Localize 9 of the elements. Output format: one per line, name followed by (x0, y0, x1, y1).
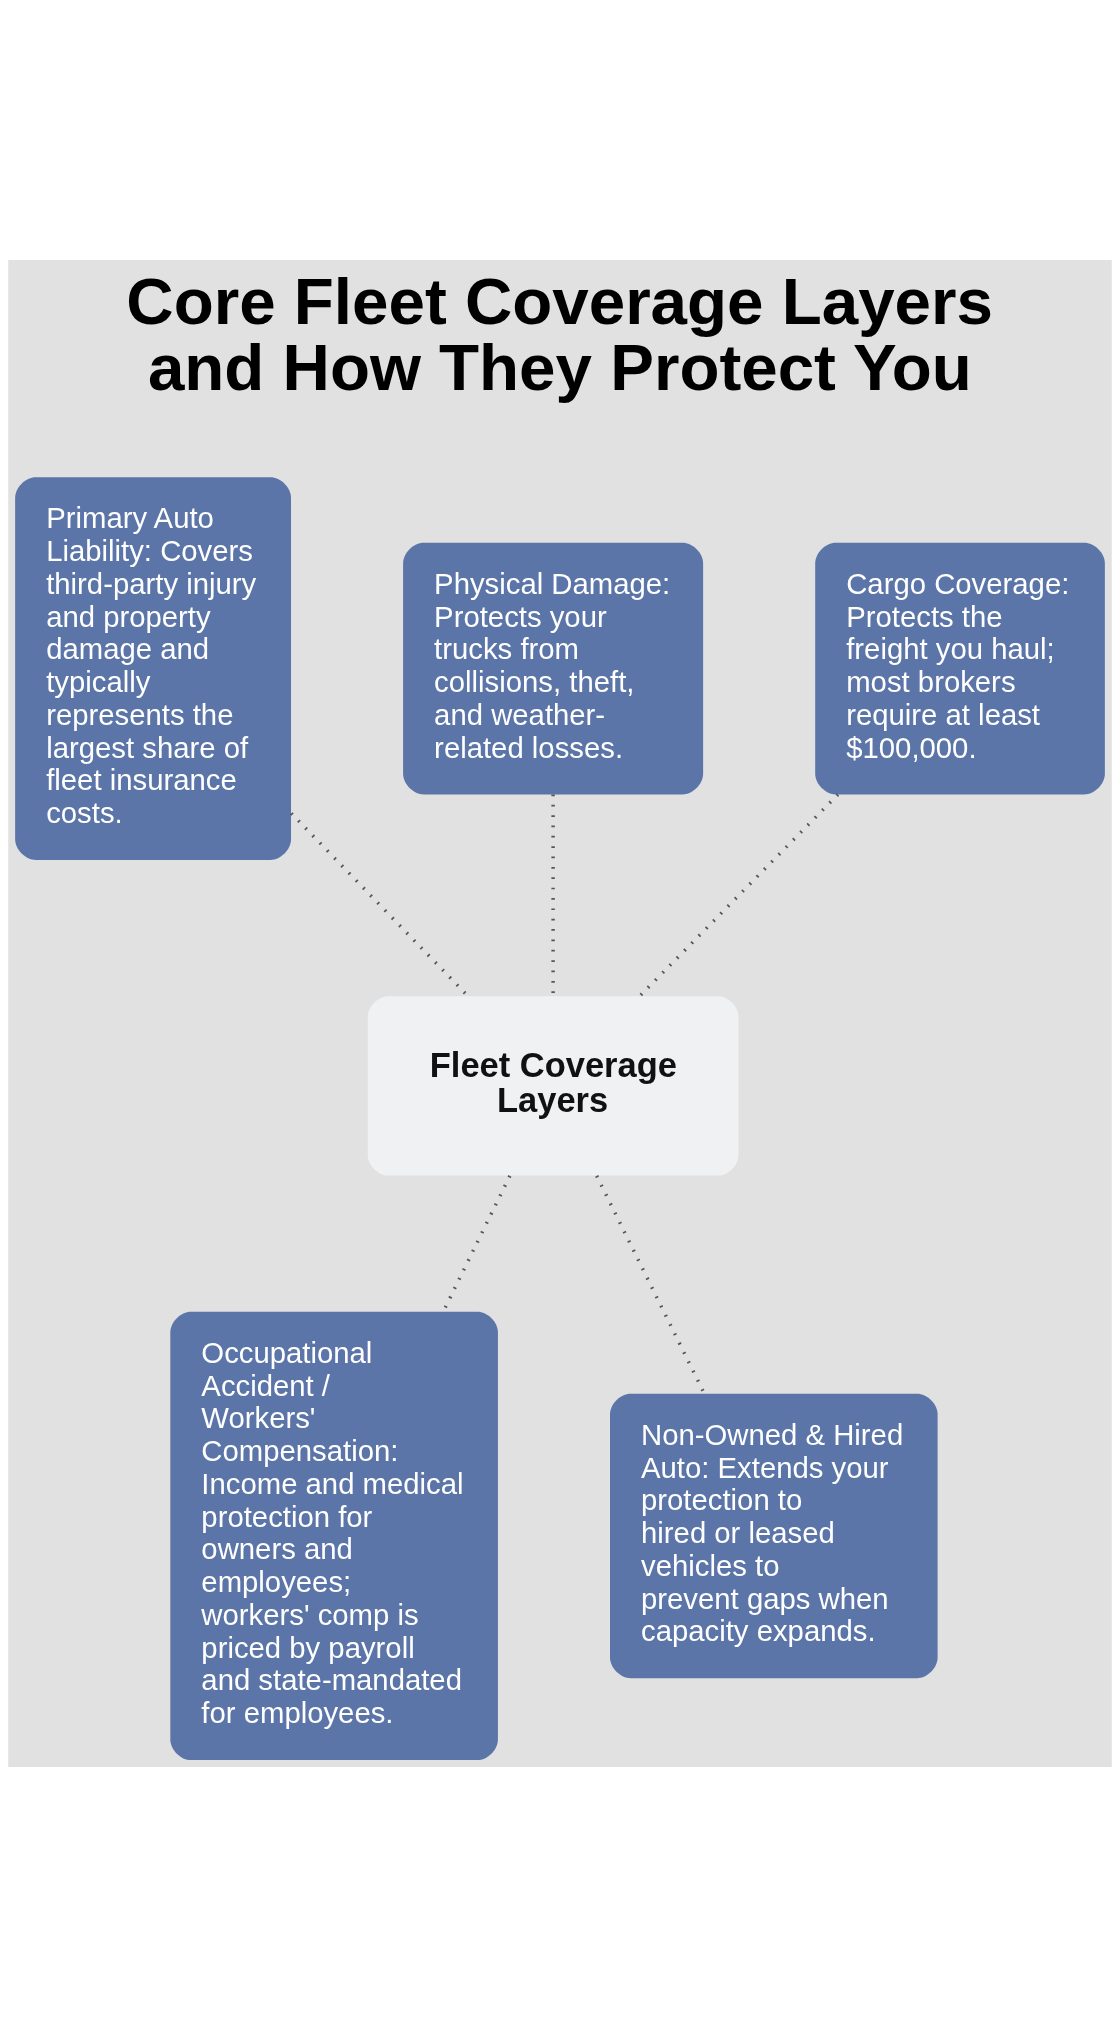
node-box: Occupational Accident / Workers' Compensation: Income and medical protection for owners and employees; workers' comp is priced by payroll and state-mandated for employees. (170, 1311, 498, 1760)
connector (595, 1174, 706, 1394)
node-box: Non-Owned & Hired Auto: Extends your protection to hired or leased vehicles to prevent gaps when capacity expands. (610, 1393, 938, 1678)
node-box: Primary Auto Liability: Covers third-party injury and property damage and typically represents the largest share of fleet insurance costs. (15, 476, 291, 860)
node-box: Fleet Coverage Layers (367, 995, 739, 1176)
diagram-title: Core Fleet Coverage Layers and How They Protect You (126, 264, 994, 404)
node-box: Cargo Coverage: Protects the freight you haul; most brokers require at least $100,000. (815, 542, 1105, 794)
node-box: Physical Damage: Protects your trucks from collisions, theft, and weather-related losses. (403, 542, 704, 794)
connector (638, 792, 840, 997)
